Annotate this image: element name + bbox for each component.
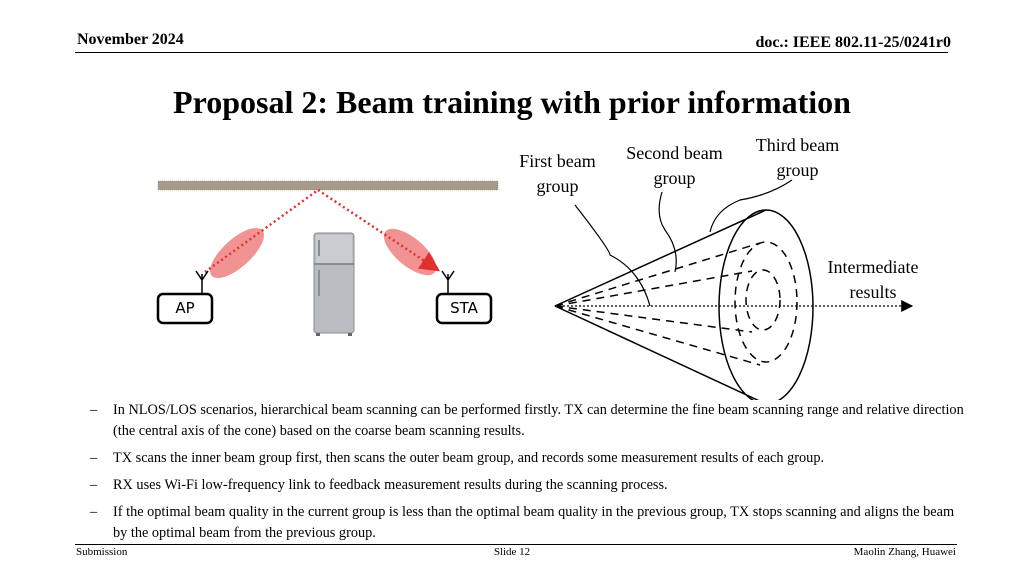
refrigerator-icon bbox=[313, 232, 355, 336]
third-group-line2: group bbox=[776, 160, 819, 180]
slide-title: Proposal 2: Beam training with prior inf… bbox=[173, 84, 851, 120]
second-group-leader bbox=[658, 191, 677, 273]
list-item: –In NLOS/LOS scenarios, hierarchical bea… bbox=[90, 400, 970, 442]
intermediate-line2: results bbox=[849, 282, 897, 302]
third-beam-group-label: Third beam group bbox=[740, 133, 855, 183]
bullet-text: RX uses Wi-Fi low-frequency link to feed… bbox=[113, 477, 668, 493]
footer-author: Maolin Zhang, Huawei bbox=[853, 546, 956, 558]
bullet-marker: – bbox=[90, 504, 98, 520]
bullet-text: In NLOS/LOS scenarios, hierarchical beam… bbox=[113, 402, 964, 439]
first-group-leader bbox=[574, 204, 651, 307]
bullet-text: If the optimal beam quality in the curre… bbox=[113, 504, 955, 541]
footer-submission: Submission bbox=[76, 546, 128, 558]
incident-ray bbox=[204, 188, 319, 274]
list-item: –If the optimal beam quality in the curr… bbox=[90, 502, 970, 544]
ap-label: AP bbox=[175, 299, 195, 317]
third-group-leader bbox=[709, 179, 793, 233]
bullet-text: TX scans the inner beam group first, the… bbox=[113, 450, 825, 466]
second-beam-group-label: Second beam group bbox=[612, 141, 737, 191]
list-item: –TX scans the inner beam group first, th… bbox=[90, 448, 970, 469]
sta-antenna-icon bbox=[441, 270, 455, 294]
footer-divider bbox=[75, 544, 957, 545]
first-beam-group-label: First beam group bbox=[500, 149, 615, 199]
second-group-line2: group bbox=[653, 168, 696, 188]
bullet-marker: – bbox=[90, 477, 98, 493]
intermediate-results-label: Intermediate results bbox=[808, 255, 938, 305]
bullet-marker: – bbox=[90, 402, 98, 418]
bullet-list: –In NLOS/LOS scenarios, hierarchical bea… bbox=[90, 400, 970, 550]
first-group-line2: group bbox=[536, 176, 579, 196]
header-divider bbox=[75, 52, 948, 53]
sta-box bbox=[435, 292, 493, 325]
beam-diagram bbox=[156, 179, 914, 400]
intermediate-line1: Intermediate bbox=[827, 257, 919, 277]
header-date: November 2024 bbox=[77, 31, 184, 48]
bullet-marker: – bbox=[90, 450, 98, 466]
third-group-line1: Third beam bbox=[755, 135, 840, 155]
ceiling-reflector bbox=[158, 181, 498, 190]
first-group-line1: First beam bbox=[519, 151, 596, 171]
sta-label: STA bbox=[450, 299, 478, 317]
ap-antenna-icon bbox=[195, 270, 209, 294]
list-item: –RX uses Wi-Fi low-frequency link to fee… bbox=[90, 475, 970, 496]
beam-cone bbox=[554, 209, 814, 400]
footer-slide-number: Slide 12 bbox=[493, 546, 531, 558]
header-doc-id: doc.: IEEE 802.11-25/0241r0 bbox=[755, 34, 951, 51]
second-group-line1: Second beam bbox=[626, 143, 723, 163]
ap-box bbox=[156, 292, 214, 325]
reflected-ray bbox=[317, 188, 441, 272]
